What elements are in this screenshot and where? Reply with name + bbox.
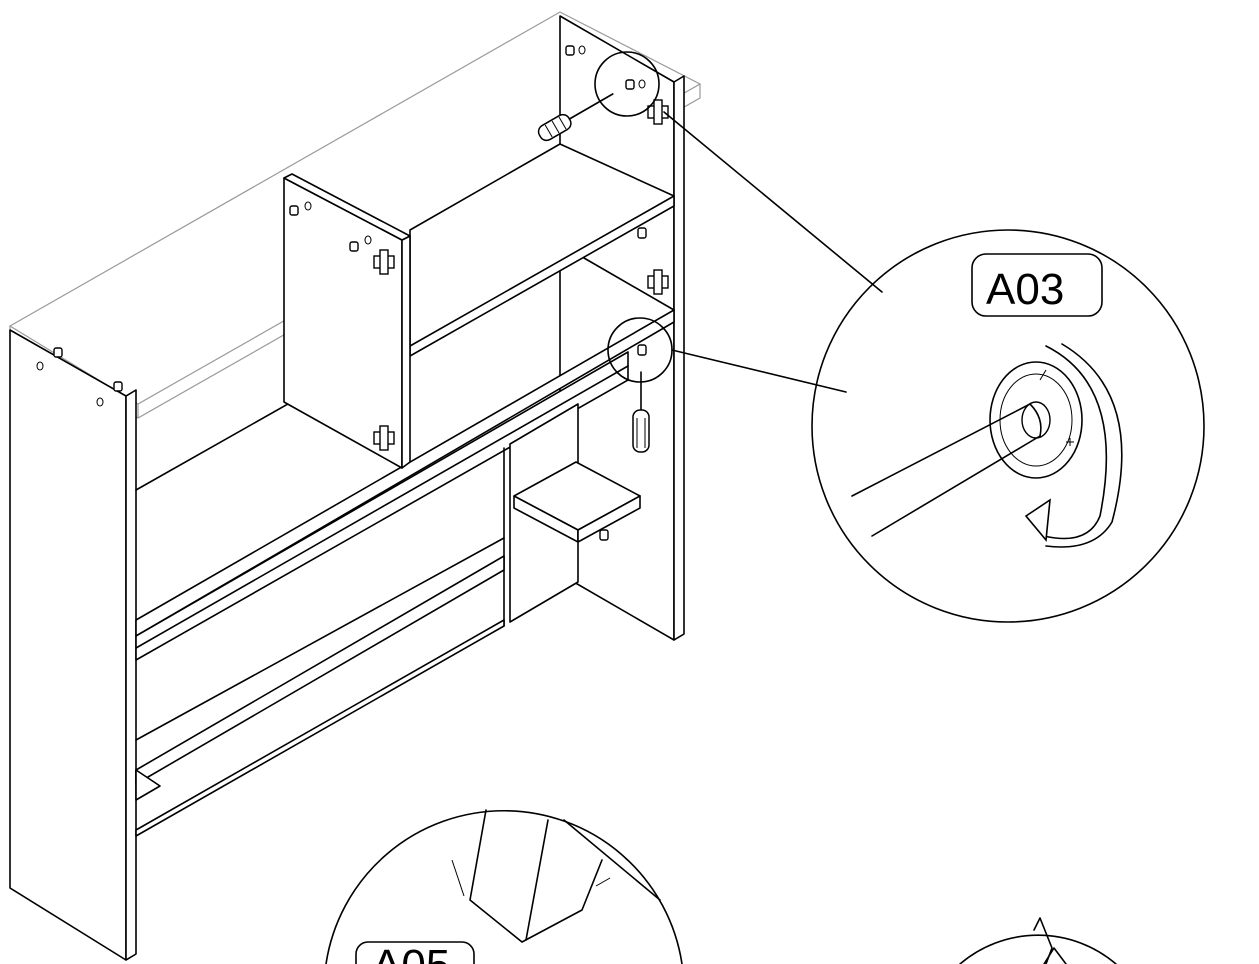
cam-lock-icon (989, 361, 1083, 479)
screwdriver-icon (632, 371, 650, 453)
screwdriver-shaft (851, 403, 1042, 537)
detail-callout-a03: A03 (811, 229, 1205, 623)
left-side-panel (9, 329, 137, 961)
screwdriver-icon (537, 93, 614, 142)
middle-shelf (135, 309, 675, 661)
cam-lock-icon (53, 347, 123, 392)
callout-label-bottom-left: A05 (372, 941, 450, 964)
vertical-divider (283, 173, 411, 469)
hinge-icon (373, 99, 669, 451)
detail-callout-bottom-left: A05 (325, 809, 683, 964)
callout-label-a03: A03 (986, 265, 1064, 314)
lower-section (135, 403, 641, 837)
clockwise-arrow-icon (1024, 343, 1123, 548)
callout-markers (594, 51, 883, 393)
detail-callout-bottom-right (959, 917, 1117, 964)
